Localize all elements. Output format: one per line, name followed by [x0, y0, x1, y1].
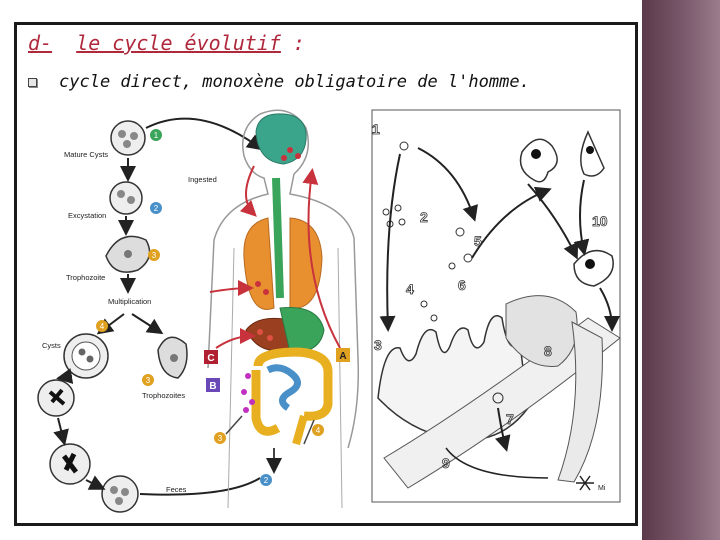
badge-2: 2 — [150, 202, 162, 214]
badge-b4: 4 — [312, 424, 324, 436]
lung-right — [289, 217, 323, 309]
slide-side-strip — [642, 0, 720, 540]
large-intestine — [253, 347, 333, 421]
label-cysts: Cysts — [42, 341, 61, 350]
cyst-large-cell — [63, 333, 109, 379]
left-diagram: Mature Cysts Excystation Trophozoite Mul… — [37, 109, 360, 513]
trophozoites-cell — [157, 336, 188, 379]
rectum-tube — [557, 321, 603, 483]
number-5: 5 — [474, 233, 482, 249]
label-trophozoites: Trophozoites — [142, 391, 185, 400]
bullet-text: cycle direct, monoxène obligatoire de l'… — [59, 72, 530, 92]
badge-b2: 2 — [260, 474, 272, 486]
excystation-cell — [109, 181, 143, 215]
signature-mark-icon — [576, 475, 594, 491]
mature-cyst-cell — [110, 120, 146, 156]
svg-text:2: 2 — [154, 204, 159, 213]
number-4: 4 — [406, 281, 414, 297]
label-mature-cysts: Mature Cysts — [64, 150, 108, 159]
title-main: le cycle évolutif — [76, 31, 281, 55]
bullet-item: cycle direct, monoxène obligatoire de l'… — [28, 72, 530, 92]
signature-text: Mi — [598, 485, 606, 492]
liver-outline — [573, 249, 614, 287]
number-10: 10 — [592, 213, 608, 229]
cyst-dark-cell — [37, 379, 75, 417]
title-colon: : — [292, 31, 305, 55]
trophozoite-cell — [105, 235, 151, 273]
lung-left — [243, 217, 275, 310]
svg-text:3: 3 — [146, 376, 151, 385]
cyst-final-cell — [101, 475, 139, 513]
slide-title: d- le cycle évolutif : — [28, 31, 305, 55]
number-3: 3 — [374, 337, 382, 353]
label-excystation: Excystation — [68, 211, 106, 220]
number-2: 2 — [420, 209, 428, 225]
svg-text:C: C — [207, 353, 214, 364]
cyst-dividing-cell — [49, 443, 91, 485]
number-1: 1 — [372, 121, 380, 137]
letter-box-c: C — [204, 350, 218, 364]
small-intestine — [266, 364, 301, 411]
brain-outline — [519, 138, 558, 183]
title-prefix: d- — [28, 31, 53, 55]
magenta-parasite-spots — [241, 373, 255, 413]
svg-text:B: B — [209, 381, 216, 392]
number-8: 8 — [544, 343, 552, 359]
badge-b3: 3 — [142, 374, 154, 386]
mucosa-lesion — [505, 295, 578, 367]
label-multiplication: Multiplication — [108, 297, 151, 306]
svg-text:3: 3 — [218, 434, 223, 443]
svg-text:3: 3 — [152, 251, 157, 260]
right-diagram: 1 2 3 4 5 6 7 8 9 10 Mi — [371, 109, 621, 503]
svg-text:1: 1 — [154, 131, 159, 140]
letter-box-b: B — [206, 378, 220, 392]
label-ingested: Ingested — [188, 175, 217, 184]
label-feces: Feces — [166, 485, 187, 494]
badge-1: 1 — [150, 129, 162, 141]
number-7: 7 — [506, 411, 514, 427]
svg-text:A: A — [339, 351, 346, 362]
number-6: 6 — [458, 277, 466, 293]
life-cycle-svg: Mature Cysts Excystation Trophozoite Mul… — [37, 109, 621, 513]
badge-l3: 3 — [214, 432, 226, 444]
label-trophozoite: Trophozoite — [66, 273, 105, 282]
esophagus — [272, 177, 284, 299]
svg-text:4: 4 — [100, 322, 105, 331]
letter-box-a: A — [336, 348, 350, 362]
badge-3: 3 — [148, 249, 160, 261]
lung-outline — [580, 130, 605, 177]
svg-text:4: 4 — [316, 426, 321, 435]
number-9: 9 — [442, 455, 450, 471]
svg-text:2: 2 — [264, 476, 269, 485]
brain-organ — [255, 113, 307, 165]
life-cycle-figure: Mature Cysts Excystation Trophozoite Mul… — [28, 108, 624, 522]
badge-4: 4 — [96, 320, 108, 332]
square-bullet-icon — [28, 77, 37, 87]
